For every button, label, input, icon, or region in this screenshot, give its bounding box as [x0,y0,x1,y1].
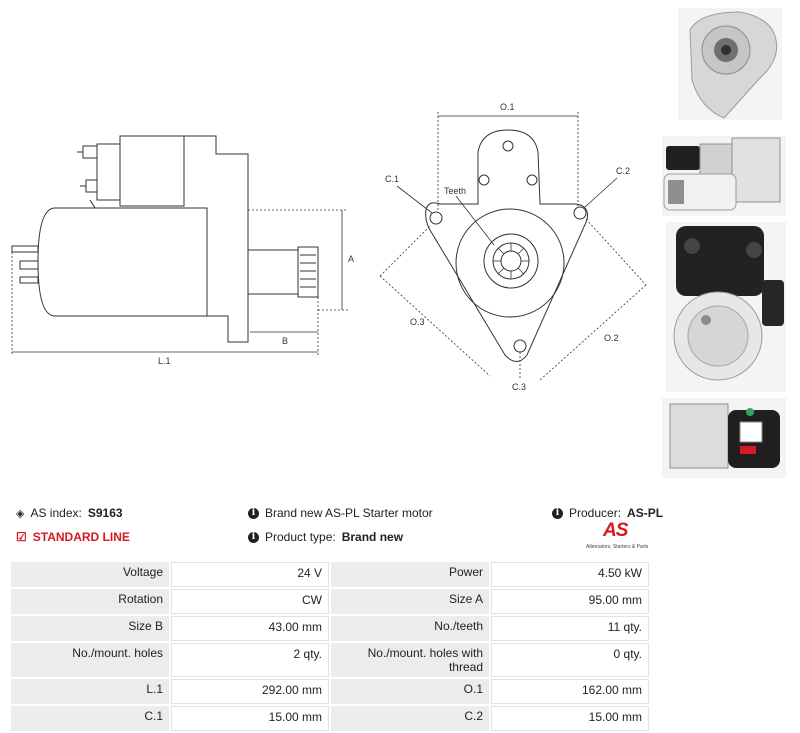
table-row: Voltage 24 V Power 4.50 kW [11,562,649,587]
side-view-drawing [11,135,319,343]
table-row: C.1 15.00 mm C.2 15.00 mm [11,706,649,731]
product-photo-rear [666,222,786,392]
product-description-text: Brand new AS-PL Starter motor [265,506,433,520]
as-index-label: AS index: [30,506,82,520]
spec-value: 15.00 mm [491,706,649,731]
spec-value: 292.00 mm [171,679,329,704]
front-view-drawing [425,129,588,362]
info-icon: i [248,531,259,543]
table-row: L.1 292.00 mm O.1 162.00 mm [11,679,649,704]
dimension-label-o2: O.2 [604,333,619,343]
logo-tagline: Alternators, Starters & Parts [586,544,649,550]
spec-value: 43.00 mm [171,616,329,641]
spec-label: C.2 [331,706,489,731]
product-description: i Brand new AS-PL Starter motor [248,506,433,520]
as-index: ◈ AS index: S9163 [16,506,123,520]
table-row: No./mount. holes 2 qty. No./mount. holes… [11,643,649,677]
dimension-label-l1: L.1 [158,356,171,366]
product-photo-front [678,8,782,120]
checkbox-icon: ☑ [16,530,27,544]
as-index-value: S9163 [87,506,123,520]
dimension-label-c2: C.2 [616,166,630,176]
spec-value: 95.00 mm [491,589,649,614]
dimension-label-c1: C.1 [385,174,399,184]
spec-value: 2 qty. [171,643,329,677]
teeth-label: Teeth [444,186,466,196]
spec-label: No./teeth [331,616,489,641]
spec-label: No./mount. holes with thread [331,643,489,677]
side-view-dimensions [11,209,348,355]
producer: i Producer: AS-PL [552,506,663,520]
front-view-dimensions [379,112,647,381]
info-icon: i [552,507,563,519]
product-photo-top [662,398,786,478]
product-type: i Product type: Brand new [248,530,403,544]
spec-label: No./mount. holes [11,643,169,677]
producer-value: AS-PL [627,506,664,520]
product-photo-side [662,136,786,216]
tags-icon: ◈ [16,507,25,520]
spec-label: O.1 [331,679,489,704]
standard-line: ☑ STANDARD LINE [16,530,130,544]
dimension-label-c3: C.3 [512,382,526,392]
spec-value: 11 qty. [491,616,649,641]
dimension-label-o3: O.3 [410,317,425,327]
technical-drawing: A B L.1 [11,8,786,478]
spec-value: 24 V [171,562,329,587]
dimension-label-b: B [282,336,288,346]
standard-line-label: STANDARD LINE [32,530,130,544]
spec-label: Size B [11,616,169,641]
info-icon: i [248,507,259,519]
as-pl-logo: AS Alternators, Starters & Parts [586,520,656,554]
spec-label: Voltage [11,562,169,587]
producer-label: Producer: [569,506,622,520]
spec-label: Size A [331,589,489,614]
product-info: ◈ AS index: S9163 ☑ STANDARD LINE i Bran… [0,500,800,556]
logo-text: AS [603,520,628,541]
product-type-label: Product type: [265,530,336,544]
spec-value: 0 qty. [491,643,649,677]
spec-value: 4.50 kW [491,562,649,587]
spec-value: 162.00 mm [491,679,649,704]
spec-value: CW [171,589,329,614]
specifications-table: Voltage 24 V Power 4.50 kW Rotation CW S… [9,560,651,733]
dimension-label-a: A [348,254,354,264]
table-row: Size B 43.00 mm No./teeth 11 qty. [11,616,649,641]
spec-label: Rotation [11,589,169,614]
spec-label: Power [331,562,489,587]
table-row: Rotation CW Size A 95.00 mm [11,589,649,614]
spec-label: C.1 [11,706,169,731]
spec-value: 15.00 mm [171,706,329,731]
product-type-value: Brand new [341,530,404,544]
dimension-label-o1: O.1 [500,102,515,112]
spec-label: L.1 [11,679,169,704]
